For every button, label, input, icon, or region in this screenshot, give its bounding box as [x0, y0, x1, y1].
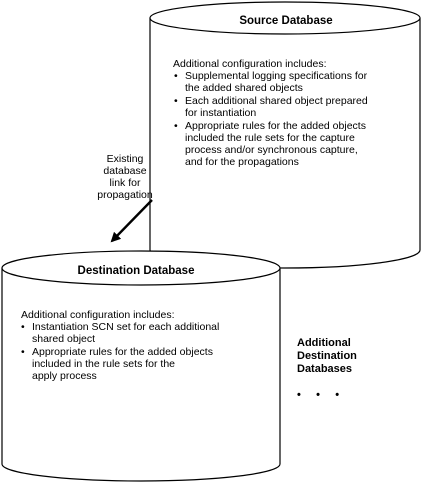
additional-dest-line: Databases — [297, 363, 352, 375]
source-config-intro: Additional configuration includes: — [173, 58, 327, 70]
bullet-marker: • — [174, 95, 178, 107]
bullet-line: Each additional shared object prepared — [185, 95, 368, 107]
bullet-marker: • — [21, 321, 25, 333]
destination-bullet-1: • Instantiation SCN set for each additio… — [21, 321, 219, 345]
additional-dest-ellipsis: • • • — [297, 389, 339, 401]
bullet-line: process and/or synchronous capture, — [185, 144, 358, 156]
bullet-line: Supplemental logging specifications for — [185, 70, 368, 82]
bullet-marker: • — [174, 70, 178, 82]
link-label-line: link for — [110, 177, 141, 189]
link-label-line: database — [103, 165, 146, 177]
bullet-line: shared object — [32, 333, 95, 345]
destination-bullet-2: • Appropriate rules for the added object… — [21, 346, 213, 382]
bullet-line: and for the propagations — [185, 156, 299, 168]
link-label-line: propagation — [97, 189, 153, 201]
database-link-label: Existing database link for propagation — [97, 153, 153, 201]
link-label-line: Existing — [107, 153, 144, 165]
source-database-cylinder — [149, 1, 421, 269]
destination-config-intro: Additional configuration includes: — [21, 309, 175, 321]
additional-dest-line: Destination — [297, 350, 357, 362]
bullet-line: Appropriate rules for the added objects — [185, 120, 366, 132]
bullet-line: the added shared objects — [185, 82, 303, 94]
bullet-line: included in the rule sets for the — [32, 358, 175, 370]
bullet-line: for instantiation — [185, 107, 256, 119]
source-bullet-2: • Each additional shared object prepared… — [174, 95, 368, 119]
bullet-marker: • — [174, 120, 178, 132]
additional-dest-line: Additional — [297, 337, 351, 349]
bullet-marker: • — [21, 346, 25, 358]
bullet-line: included the rule sets for the capture — [185, 132, 355, 144]
source-database-title: Source Database — [239, 15, 332, 27]
bullet-line: Instantiation SCN set for each additiona… — [32, 321, 219, 333]
destination-database-cylinder — [1, 250, 281, 482]
source-bullet-3: • Appropriate rules for the added object… — [174, 120, 366, 168]
destination-database-title: Destination Database — [78, 265, 195, 277]
bullet-line: apply process — [32, 370, 97, 382]
database-link-arrow — [110, 199, 153, 243]
bullet-line: Appropriate rules for the added objects — [32, 346, 213, 358]
source-bullet-1: • Supplemental logging specifications fo… — [174, 70, 368, 94]
additional-destination-databases: Additional Destination Databases • • • — [297, 337, 357, 401]
